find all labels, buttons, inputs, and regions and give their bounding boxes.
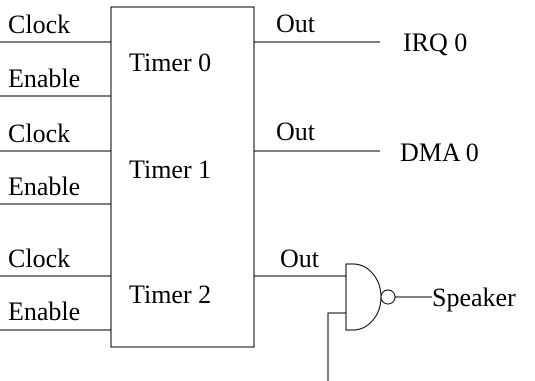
timer-2-out-label: Out <box>280 244 320 273</box>
gate-second-input-wire <box>327 312 346 381</box>
timer-2-clock-label: Clock <box>8 244 70 273</box>
timer-1-enable-label: Enable <box>8 172 80 201</box>
timer-2-group: Clock Enable Timer 2 Out Speaker <box>0 244 516 381</box>
timer-1-destination: DMA 0 <box>400 138 479 167</box>
timer-2-name: Timer 2 <box>129 280 211 309</box>
timer-0-destination: IRQ 0 <box>403 28 467 57</box>
timer-0-enable-label: Enable <box>8 64 80 93</box>
timer-0-clock-label: Clock <box>8 10 70 39</box>
timer-1-name: Timer 1 <box>129 155 211 184</box>
nand-inversion-bubble <box>380 289 396 305</box>
timer-2-enable-label: Enable <box>8 297 80 326</box>
timer-0-out-label: Out <box>276 9 316 38</box>
timer-1-group: Clock Enable Timer 1 Out DMA 0 <box>0 117 479 205</box>
nand-gate <box>345 263 382 331</box>
timer-0-name: Timer 0 <box>129 48 211 77</box>
timer-2-destination: Speaker <box>432 283 516 312</box>
timer-block <box>110 6 255 348</box>
timer-1-out-label: Out <box>276 117 316 146</box>
timer-1-clock-label: Clock <box>8 119 70 148</box>
timer-0-group: Clock Enable Timer 0 Out IRQ 0 <box>0 9 467 97</box>
